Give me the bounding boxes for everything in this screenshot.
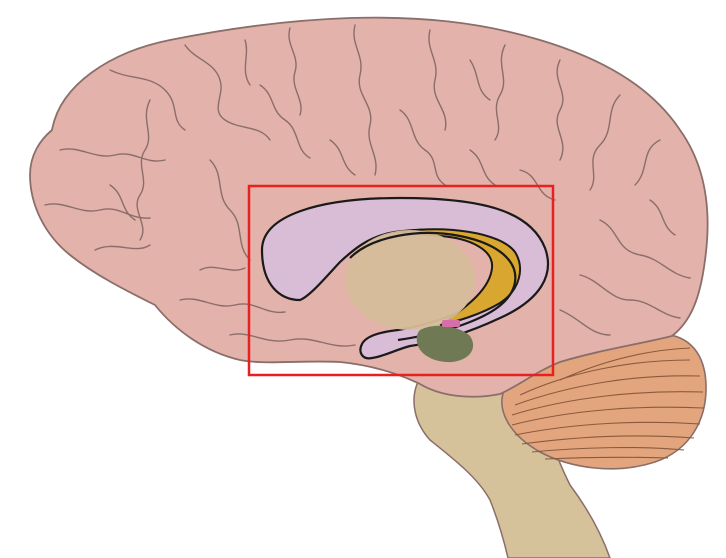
fornix-line: [349, 231, 517, 342]
highlight-box: [247, 184, 555, 377]
thalamus: [345, 230, 475, 330]
cerebral-sulci: [44, 24, 691, 347]
lentiform-crescent: [399, 228, 521, 326]
amygdala: [416, 325, 474, 363]
pink-nucleus: [442, 320, 460, 327]
cerebellum-folia: [511, 347, 705, 460]
